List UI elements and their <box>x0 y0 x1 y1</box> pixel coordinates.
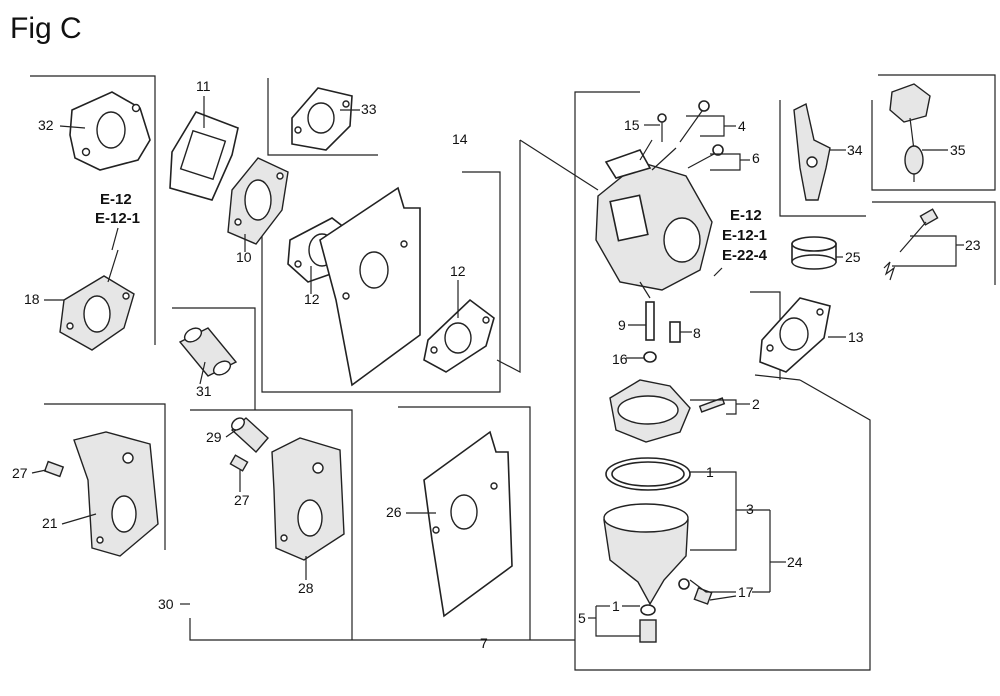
callout-c12a: 12 <box>304 291 320 307</box>
callout-c10: 10 <box>236 249 252 265</box>
callout-c11: 11 <box>196 78 211 94</box>
frame-part-23 <box>872 201 996 285</box>
part-11-gasket <box>169 111 239 201</box>
frame-part-31 <box>172 307 256 410</box>
leader-lines <box>31 96 964 637</box>
frame-bottom-7 <box>189 618 575 641</box>
callout-c30: 30 <box>158 596 174 612</box>
callout-c1b: 1 <box>612 598 620 614</box>
callout-c2: 2 <box>752 396 760 412</box>
frame-carburetor <box>574 91 871 671</box>
callout-c5: 5 <box>578 610 586 626</box>
part-13-gasket <box>759 297 831 373</box>
part-21-bracket <box>73 431 159 557</box>
frame-part-28 <box>190 409 353 640</box>
part-5-bolt <box>639 604 657 643</box>
callout-c23: 23 <box>965 237 981 253</box>
callout-c13: 13 <box>848 329 864 345</box>
callout-c12b: 12 <box>450 263 466 279</box>
part-35-solenoid <box>889 83 931 182</box>
part-10-spacer <box>227 157 289 245</box>
part-31-pipe <box>178 327 238 377</box>
part-14-plate <box>319 186 421 387</box>
part-3-float-chamber <box>603 503 689 606</box>
part-15-screw <box>657 113 667 142</box>
reference-label-ref-right-2: E-12-1 <box>722 227 767 244</box>
frame-part-14 <box>261 171 501 393</box>
part-27-pin-b <box>229 454 249 472</box>
frame-part-26 <box>398 406 531 640</box>
callout-c3: 3 <box>746 501 754 517</box>
reference-label-ref-left-1: E-12 <box>100 191 132 208</box>
frame-link <box>754 374 801 381</box>
leader-carb-link <box>519 139 599 191</box>
callout-c33: 33 <box>361 101 377 117</box>
callout-c31: 31 <box>196 383 212 399</box>
frame-part-21 <box>44 403 166 550</box>
part-2-float <box>609 379 726 443</box>
callout-c29: 29 <box>206 429 222 445</box>
part-32-insulator <box>69 91 151 171</box>
frame-part-33 <box>267 78 378 156</box>
part-6-screw <box>687 144 724 169</box>
leader-14-connector <box>496 140 521 373</box>
part-8-jet <box>669 321 681 343</box>
callout-c6: 6 <box>752 150 760 166</box>
part-1-o-ring <box>605 457 691 491</box>
part-26-plate <box>423 430 513 618</box>
part-25-cap <box>791 236 837 270</box>
callout-c25: 25 <box>845 249 861 265</box>
part-27-pin-a <box>43 460 65 478</box>
callout-c16: 16 <box>612 351 628 367</box>
part-29-fitting <box>230 417 269 454</box>
group-frames <box>30 74 996 671</box>
part-28-bracket <box>271 437 345 561</box>
part-23-pilot-screw <box>883 208 939 281</box>
part-33-gasket <box>291 87 353 151</box>
frame-part-34 <box>779 100 866 217</box>
part-34-lever <box>793 102 831 201</box>
part-18-spacer <box>59 249 135 351</box>
callout-c4: 4 <box>738 118 746 134</box>
callout-c7: 7 <box>480 635 488 651</box>
frame-part-35 <box>871 74 996 191</box>
callout-c9: 9 <box>618 317 626 333</box>
reference-label-ref-left-2: E-12-1 <box>95 210 140 227</box>
callout-c34: 34 <box>847 142 863 158</box>
callout-c1a: 1 <box>706 464 714 480</box>
callout-c27b: 27 <box>234 492 250 508</box>
callout-c15: 15 <box>624 117 640 133</box>
part-carburetor-body <box>595 139 713 299</box>
callout-c8: 8 <box>693 325 701 341</box>
callout-c26: 26 <box>386 504 402 520</box>
frame-part-32 <box>30 75 156 345</box>
reference-label-ref-right-1: E-12 <box>730 207 762 224</box>
part-12-gasket-b <box>423 298 495 373</box>
callout-c28: 28 <box>298 580 314 596</box>
callout-c35: 35 <box>950 142 966 158</box>
callout-c14: 14 <box>452 131 468 147</box>
reference-label-ref-right-3: E-22-4 <box>722 247 768 264</box>
callout-c17: 17 <box>738 584 754 600</box>
part-9-jet <box>645 301 655 341</box>
callout-c18: 18 <box>24 291 40 307</box>
part-16-washer <box>643 351 657 363</box>
figure-title: Fig C <box>10 12 82 45</box>
callout-c21: 21 <box>42 515 58 531</box>
callout-c27a: 27 <box>12 465 28 481</box>
callout-c32: 32 <box>38 117 54 133</box>
callout-c24: 24 <box>787 554 803 570</box>
